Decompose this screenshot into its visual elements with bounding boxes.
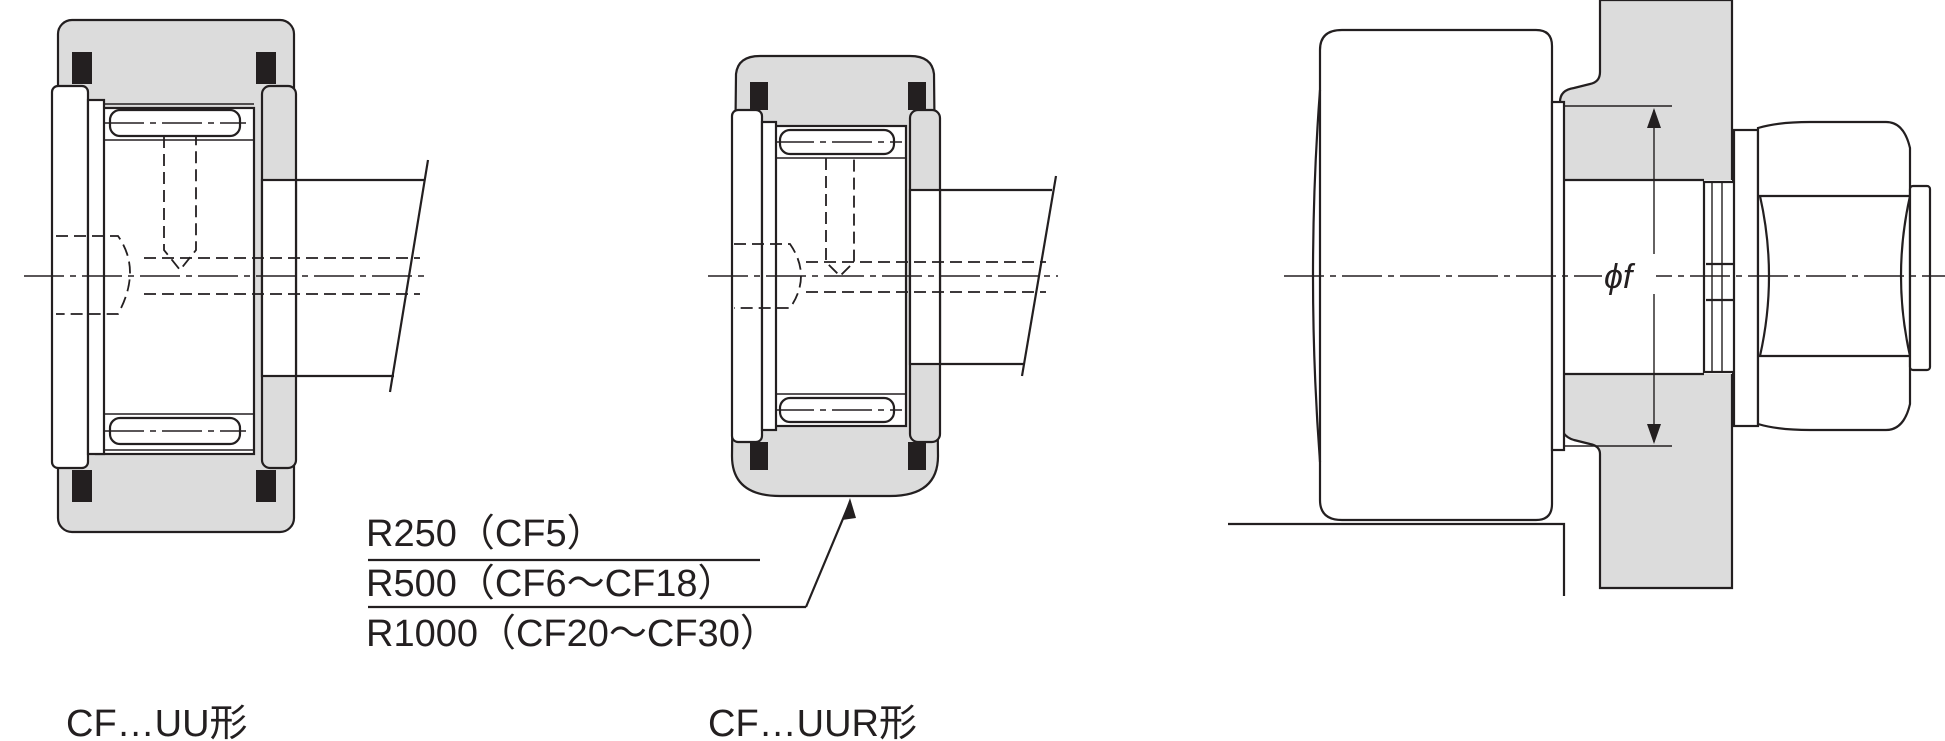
stud-shaft-uur (940, 188, 1052, 366)
stud-collar-uur (908, 188, 942, 366)
dimension-label-f: ϕf (1604, 258, 1636, 296)
radius-label-cf5: R250（CF5） (366, 513, 605, 555)
washer (1732, 128, 1760, 428)
seal-top-left-uu (72, 52, 92, 84)
cam-follower-uu-drawing (24, 18, 430, 534)
stud-collar-uu (260, 178, 298, 378)
caption-cf-uu: CF…UU形 (66, 703, 248, 741)
threaded-stud (1702, 180, 1740, 374)
follower-outer-ring (1318, 28, 1554, 522)
mounting-detail-drawing: ϕf (1228, 0, 1945, 596)
stud-shaft-uu (296, 178, 424, 378)
radius-label-cf6-cf18: R500（CF6～CF18） (366, 563, 736, 605)
seal-top-right-uu (256, 52, 276, 84)
caption-cf-uur: CF…UUR形 (708, 703, 917, 741)
seal-bottom-right-uu (256, 470, 276, 502)
radius-leader-arrow (842, 498, 856, 520)
seal-bottom-left-uu (72, 470, 92, 502)
cam-follower-uur-drawing (708, 54, 1058, 498)
hex-socket-hidden-uu (56, 235, 131, 315)
mounting-surface-line (1228, 522, 1566, 596)
radius-label-cf20-cf30: R1000（CF20～CF30） (366, 613, 778, 655)
bore-cavity-uu (94, 106, 256, 456)
stud-end (1908, 184, 1932, 372)
side-plate-left-uu (50, 84, 90, 470)
oil-hole-hidden-uu (163, 136, 197, 272)
